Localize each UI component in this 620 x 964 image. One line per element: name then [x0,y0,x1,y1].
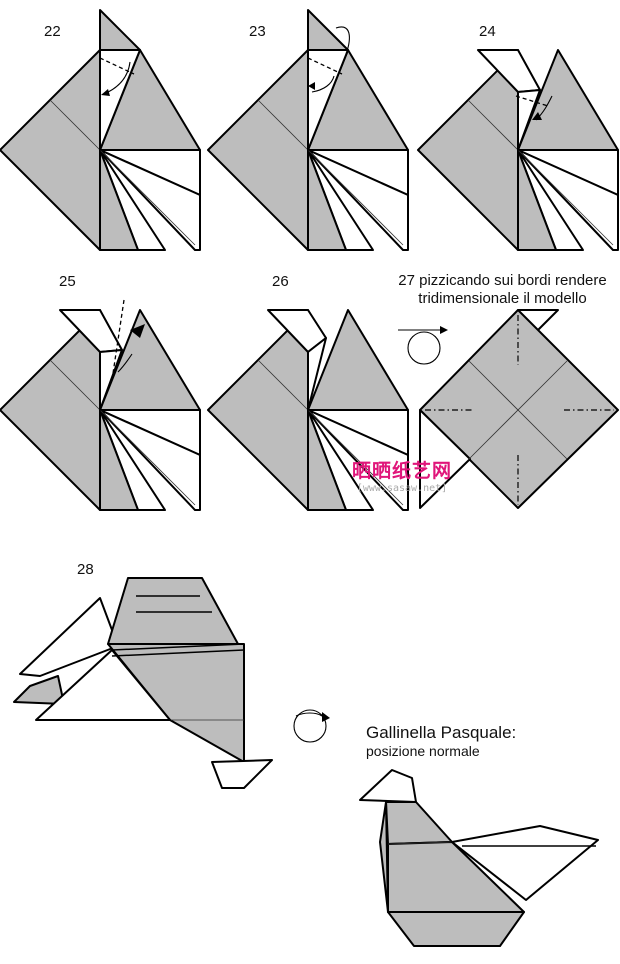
step-23-label: 23 [249,23,266,40]
step-23-diagram [207,9,409,251]
final-title: Gallinella Pasquale: [366,723,517,742]
watermark-url: [www.sasaw.net] [356,483,448,494]
step-26-diagram [207,309,409,511]
final-subtitle: posizione normale [366,743,480,759]
step-24-diagram [417,49,619,251]
step-25-diagram [0,299,201,511]
final-model-diagram [359,769,599,947]
step-25-label: 25 [59,273,76,290]
watermark-logo: 晒晒纸艺网 [www.sasaw.net] [340,456,464,494]
step-22-diagram [0,9,201,251]
step-27-caption-line2: tridimensionale il modello [418,290,587,307]
step-27-caption: 27 pizzicando sui bordi rendere tridimen… [380,272,620,308]
step-27-diagram [398,309,619,509]
step-28-diagram [13,577,330,789]
watermark-chinese: 晒晒纸艺网 [351,460,452,482]
step-26-label: 26 [272,273,289,290]
step-27-label: 27 [398,272,415,289]
step-22-label: 22 [44,23,61,40]
step-24-label: 24 [479,23,496,40]
step-27-caption-line1: pizzicando sui bordi rendere [419,272,607,289]
step-28-label: 28 [77,561,94,578]
